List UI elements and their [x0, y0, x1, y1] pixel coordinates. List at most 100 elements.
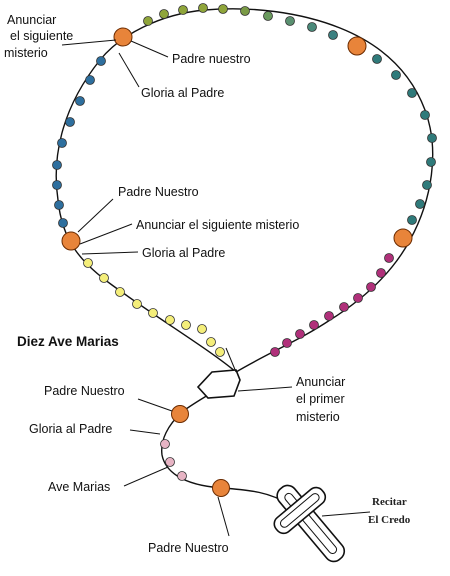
- decade-lower-left: [83, 258, 225, 357]
- large-bead-right: [393, 228, 413, 248]
- bead: [415, 199, 425, 209]
- bead: [218, 4, 228, 14]
- leader-padre-mid: [77, 198, 114, 233]
- bead: [178, 5, 188, 15]
- label-anunciar-right-line1: Anunciar: [296, 375, 345, 389]
- bead: [160, 439, 170, 449]
- bead: [307, 22, 317, 32]
- label-anunciar-right-line3: misterio: [296, 410, 340, 424]
- bead: [52, 160, 62, 170]
- bead: [54, 200, 64, 210]
- bead: [372, 54, 382, 64]
- leader-gloria-top: [118, 52, 140, 88]
- label-gloria-top: Gloria al Padre: [141, 86, 224, 100]
- bead: [159, 9, 169, 19]
- bead: [422, 180, 432, 190]
- large-bead-pendant-upper: [171, 405, 189, 423]
- bead: [215, 347, 225, 357]
- leader-padre-bottom: [217, 496, 230, 537]
- leader-top-left: [61, 39, 117, 46]
- leader-anunciar-mid: [79, 223, 133, 245]
- bead: [115, 287, 125, 297]
- bead: [75, 96, 85, 106]
- bead: [177, 471, 187, 481]
- bead: [197, 324, 207, 334]
- bead: [198, 3, 208, 13]
- large-bead-pendant-lower: [212, 479, 230, 497]
- bead: [65, 117, 75, 127]
- bead: [285, 16, 295, 26]
- label-recitar-line1: Recitar: [372, 496, 407, 508]
- bead: [295, 329, 305, 339]
- label-top-left-line1: Anunciar: [7, 13, 56, 27]
- bead: [57, 138, 67, 148]
- bead: [83, 258, 93, 268]
- bead: [96, 56, 106, 66]
- rosary-centerpiece: [196, 369, 241, 399]
- bead: [181, 320, 191, 330]
- label-recitar-line2: El Credo: [368, 514, 411, 526]
- bead: [427, 133, 437, 143]
- bead: [353, 293, 363, 303]
- leader-padre-low: [137, 398, 173, 412]
- bead: [52, 180, 62, 190]
- label-anunciar-mid: Anunciar el siguiente misterio: [136, 218, 299, 232]
- bead: [391, 70, 401, 80]
- label-top-left-line2: el siguiente: [10, 29, 73, 43]
- label-gloria-mid: Gloria al Padre: [142, 246, 225, 260]
- label-ave-marias: Ave Marias: [48, 480, 110, 494]
- bead: [407, 215, 417, 225]
- leader-gloria-low: [129, 429, 161, 435]
- leader-anunciar-right: [237, 386, 293, 392]
- bead: [143, 16, 153, 26]
- bead: [85, 75, 95, 85]
- bead: [165, 457, 175, 467]
- bead: [339, 302, 349, 312]
- decade-lower-right: [270, 253, 394, 357]
- crucifix: [273, 484, 346, 563]
- bead: [282, 338, 292, 348]
- decade-right: [372, 54, 437, 225]
- bead: [148, 308, 158, 318]
- bead: [165, 315, 175, 325]
- leader-padre-top: [130, 40, 169, 58]
- label-diez-ave-marias: Diez Ave Marias: [17, 334, 119, 349]
- bead: [420, 110, 430, 120]
- bead: [240, 6, 250, 16]
- label-padre-nuestro-bottom: Padre Nuestro: [148, 541, 229, 555]
- label-anunciar-right-line2: el primer: [296, 392, 345, 406]
- bead: [366, 282, 376, 292]
- decade-left: [52, 56, 106, 228]
- large-bead-top-right: [347, 36, 367, 56]
- label-gloria-low: Gloria al Padre: [29, 422, 112, 436]
- bead: [384, 253, 394, 263]
- bead: [132, 299, 142, 309]
- rosary-cord-loop: [55, 8, 434, 373]
- bead: [270, 347, 280, 357]
- pendant-ave-marias: [160, 439, 187, 481]
- large-bead-left: [61, 231, 81, 251]
- rosary-cord-pendant: [161, 371, 291, 506]
- leader-ave: [123, 466, 169, 487]
- leader-recitar: [321, 511, 371, 517]
- bead: [206, 337, 216, 347]
- bead: [407, 88, 417, 98]
- label-padre-nuestro-top: Padre nuestro: [172, 52, 251, 66]
- leader-gloria-mid: [81, 251, 139, 255]
- bead: [376, 268, 386, 278]
- bead: [58, 218, 68, 228]
- large-bead-top-left: [113, 27, 133, 47]
- bead: [99, 273, 109, 283]
- decade-top: [143, 3, 338, 40]
- bead: [328, 30, 338, 40]
- leader-centerpiece: [225, 347, 237, 373]
- label-top-left-line3: misterio: [4, 46, 48, 60]
- bead: [426, 157, 436, 167]
- bead: [309, 320, 319, 330]
- label-padre-nuestro-low: Padre Nuestro: [44, 384, 125, 398]
- bead: [324, 311, 334, 321]
- label-padre-nuestro-mid: Padre Nuestro: [118, 185, 199, 199]
- bead: [263, 11, 273, 21]
